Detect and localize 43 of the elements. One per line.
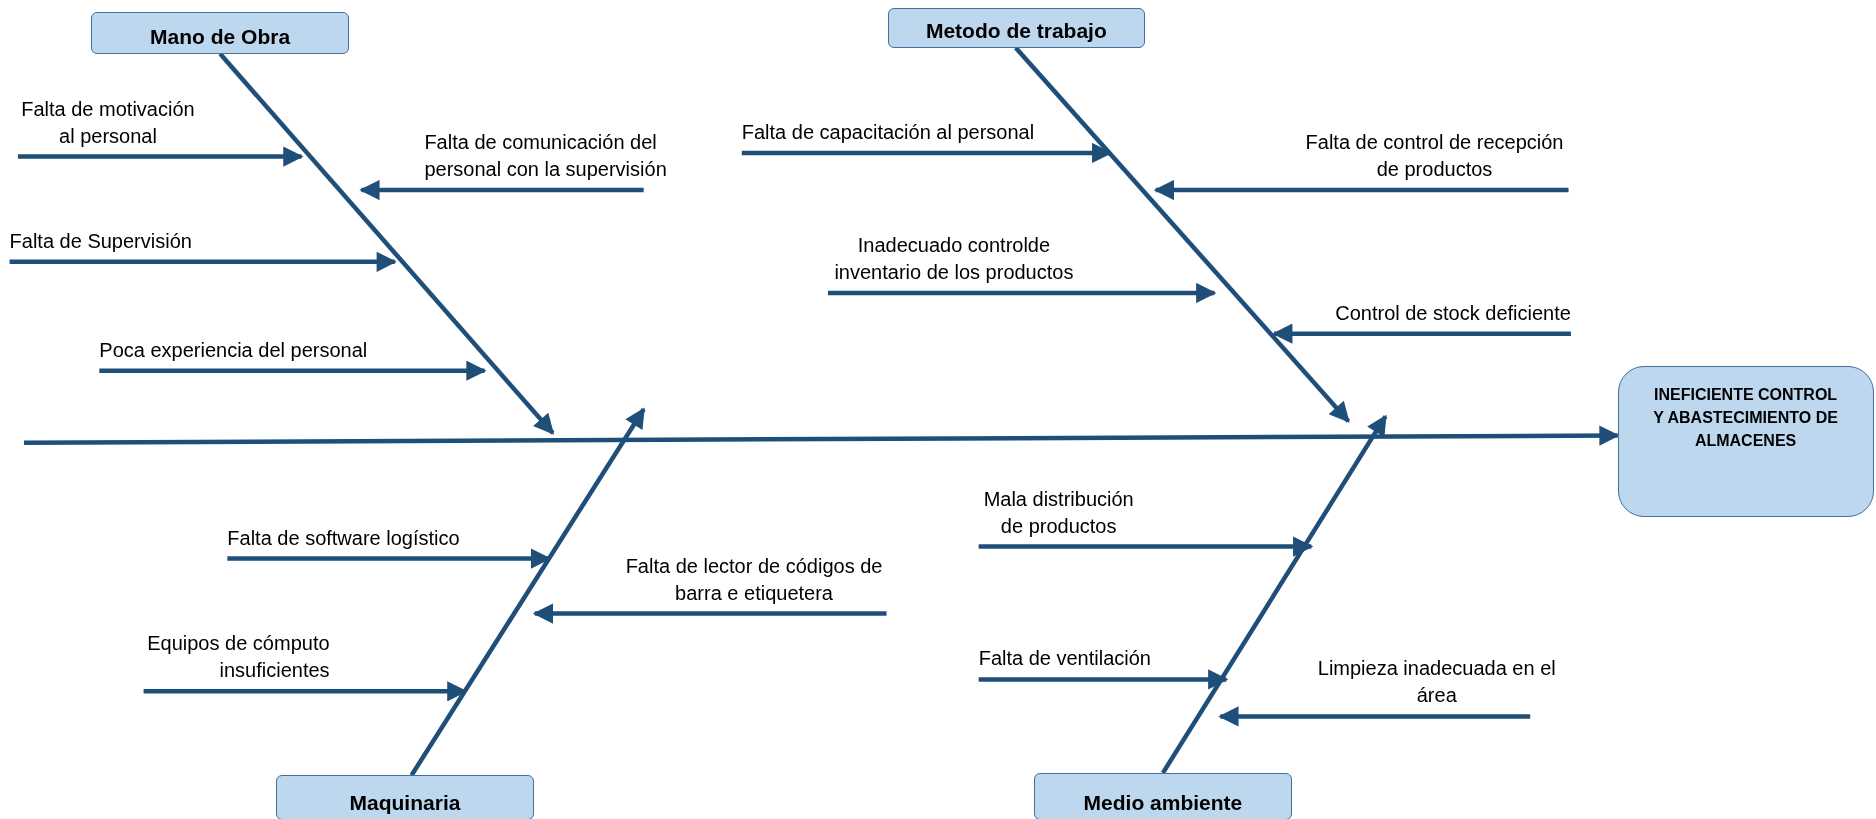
effect-box	[1617, 366, 1874, 517]
arrow	[827, 282, 1217, 304]
arrow	[1153, 179, 1569, 201]
cause-label: Falta de capacitación al personal	[741, 118, 1035, 146]
cause-label: Mala distribución de productos	[978, 485, 1139, 540]
cause-label: Falta de control de recepción de productos	[1300, 129, 1569, 184]
cause-label: Poca experiencia del personal	[99, 336, 368, 364]
cause-label: Falta de ventilación	[978, 645, 1151, 673]
cause-label: Falta de Supervisión	[9, 227, 192, 255]
arrow	[218, 52, 555, 435]
category-box	[887, 8, 1145, 48]
arrow	[23, 425, 1620, 446]
arrow	[359, 179, 644, 201]
cause-label: Inadecuado controlde inventario de los productos	[827, 231, 1080, 286]
effect-label: INEFICIENTE CONTROL Y ABASTECIMIENTO DE ALMACENES	[1652, 385, 1839, 452]
arrow	[17, 146, 304, 167]
arrow	[9, 251, 397, 272]
category-box	[1033, 772, 1293, 819]
category-box	[276, 775, 534, 819]
arrow	[532, 603, 887, 624]
arrow	[978, 536, 1314, 557]
cause-label: Falta de software logístico	[227, 524, 460, 552]
cause-label: Limpieza inadecuada en el área	[1315, 655, 1558, 710]
cause-label: Falta de lector de códigos de barra e etiquetera	[621, 552, 887, 607]
cause-label: Falta de comunicación del personal con la supervisión	[424, 129, 673, 184]
category-label: Metodo de trabajo	[925, 18, 1107, 43]
cause-label: Equipos de cómputo insuficientes	[143, 630, 330, 685]
arrow	[99, 360, 487, 381]
arrow	[1161, 414, 1388, 775]
arrow	[1272, 323, 1571, 344]
arrow	[227, 548, 552, 569]
category-label: Mano de Obra	[150, 24, 291, 49]
arrow	[409, 407, 646, 777]
category-label: Medio ambiente	[1083, 790, 1243, 815]
arrow	[978, 669, 1229, 690]
arrow	[1014, 46, 1351, 423]
arrow	[143, 681, 468, 702]
arrow	[741, 142, 1113, 164]
cause-label: Falta de motivación al personal	[17, 95, 198, 150]
arrow	[1218, 706, 1531, 727]
category-label: Maquinaria	[349, 790, 461, 815]
cause-label: Control de stock deficiente	[1335, 299, 1571, 327]
category-box	[90, 11, 350, 54]
